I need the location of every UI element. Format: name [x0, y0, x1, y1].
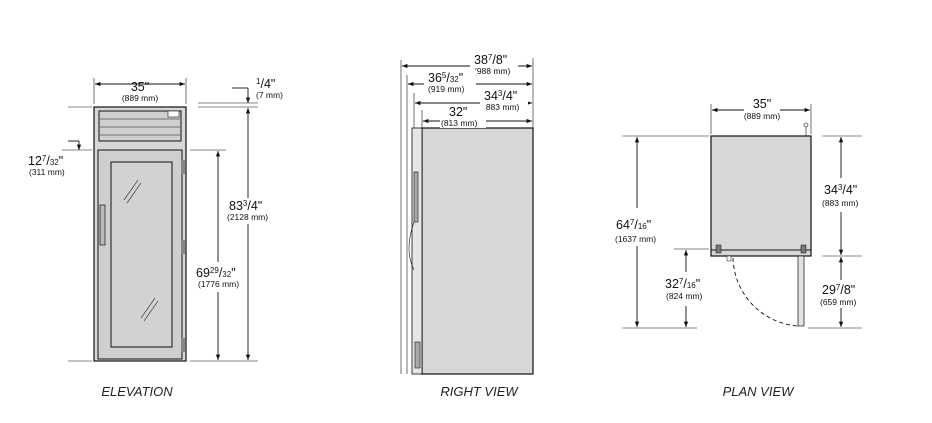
right-depth-body: 32": [449, 105, 467, 119]
right-depth-door: 365/32": [428, 71, 463, 85]
plan-width-mm: (889 mm): [744, 111, 781, 121]
elevation-label: ELEVATION: [101, 384, 173, 399]
door-swing-arc: [732, 257, 799, 327]
elevation-door-height-mm: (1776 mm): [198, 279, 239, 289]
plan-swing-right: 297/8": [822, 283, 855, 297]
right-depth-overall: 387/8": [474, 53, 507, 67]
elevation-door-height: 6929/32": [196, 266, 236, 280]
right-depth-door-mm: (919 mm): [428, 84, 465, 94]
hinge-icon: [181, 240, 185, 254]
plan-cabinet-depth-mm: (883 mm): [822, 198, 859, 208]
handle-curve: [408, 221, 415, 271]
cabinet-side: [421, 127, 534, 375]
plan-cabinet-depth: 343/4": [824, 183, 857, 197]
door-handle: [99, 204, 106, 246]
elevation-overall-height: 833/4": [229, 199, 262, 213]
cord-icon: [803, 122, 809, 128]
louver-panel: [98, 110, 182, 142]
right-depth-overall-mm: (988 mm): [474, 66, 511, 76]
right-depth-body-mm: (813 mm): [441, 118, 478, 128]
elevation-top-gap-mm: (7 mm): [256, 90, 283, 100]
elevation-view: 35" (889 mm) 1/4" (7 mm) 127/32" (311 mm…: [28, 77, 283, 399]
right-depth-cabinet: 343/4": [484, 89, 517, 103]
plan-view-label: PLAN VIEW: [723, 384, 796, 399]
plan-total-depth: 647/16": [616, 218, 651, 232]
glass-window: [110, 161, 173, 348]
cabinet-top: [710, 135, 812, 257]
elevation-top-offset: 127/32": [28, 154, 63, 168]
control-icon: [167, 110, 180, 118]
right-view: 387/8" (988 mm) 365/32" (919 mm) 343/4" …: [400, 52, 534, 399]
hinge-icon: [181, 338, 185, 352]
elevation-width-in: 35": [131, 80, 149, 94]
plan-total-depth-mm: (1637 mm): [615, 234, 656, 244]
plan-swing-right-mm: (659 mm): [820, 297, 857, 307]
door-profile: [411, 127, 423, 375]
elevation-overall-height-mm: (2128 mm): [227, 212, 268, 222]
open-door: [797, 255, 805, 327]
hinge-icon: [181, 160, 185, 174]
plan-swing-left: 327/16": [665, 277, 700, 291]
plan-width-in: 35": [753, 97, 771, 111]
elevation-top-gap: 1/4": [256, 77, 275, 91]
right-view-label: RIGHT VIEW: [440, 384, 519, 399]
handle-profile: [413, 171, 419, 223]
right-depth-cabinet-mm: (883 mm): [483, 102, 520, 112]
plan-swing-left-mm: (824 mm): [666, 291, 703, 301]
plan-view: 35" (889 mm) 647/16" (1637 mm) 327/16" (…: [615, 96, 862, 399]
elevation-top-offset-mm: (311 mm): [29, 167, 65, 177]
elevation-width-mm: (889 mm): [122, 93, 159, 103]
